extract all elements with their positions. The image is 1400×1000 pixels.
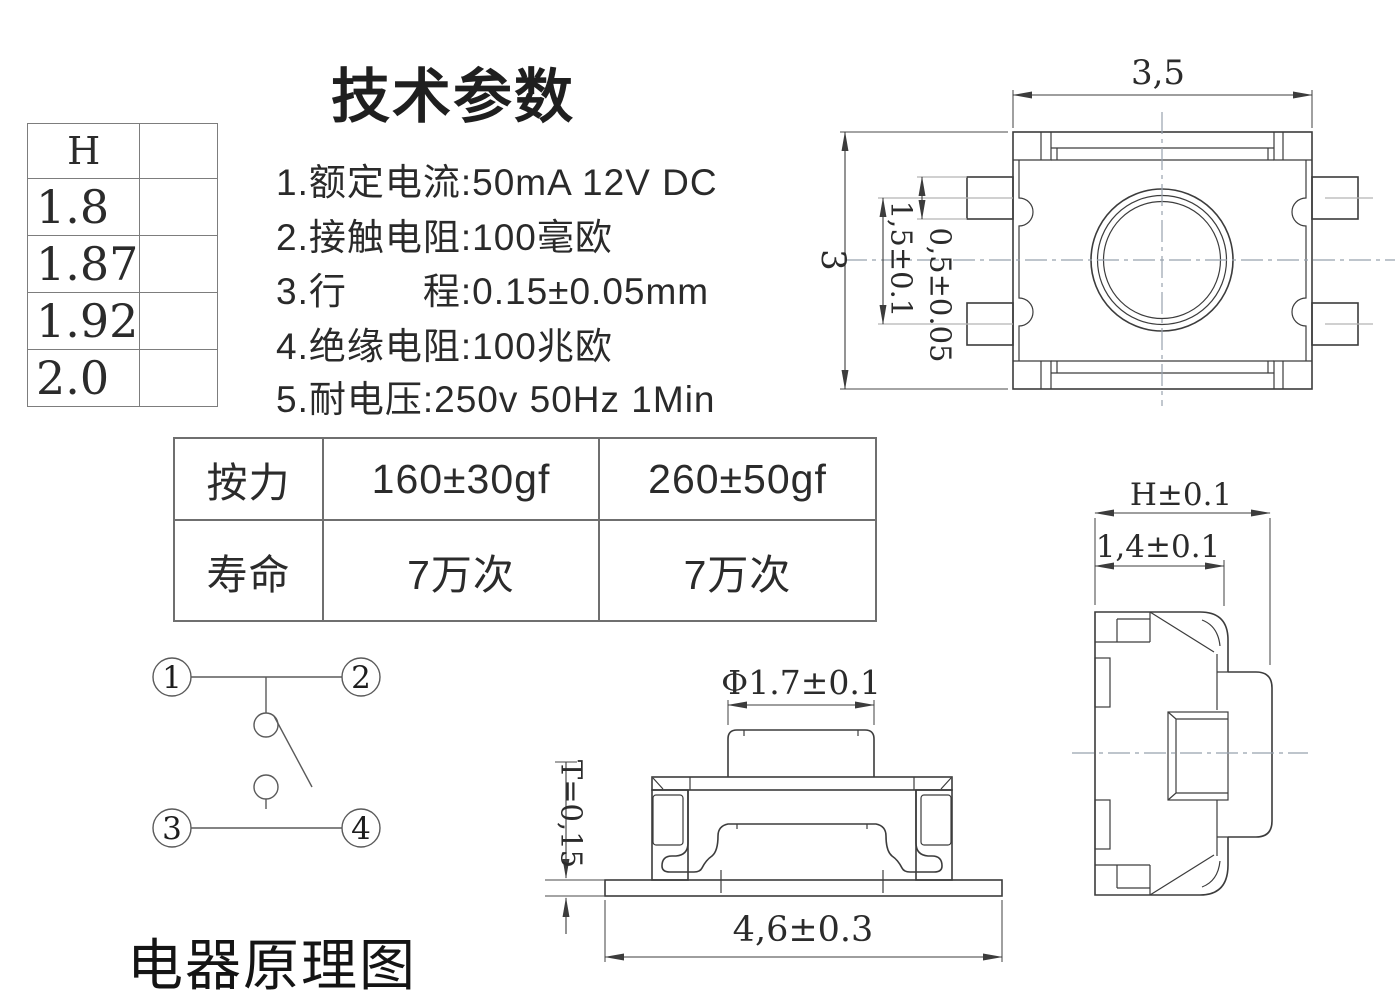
contact-leg-contour	[661, 790, 943, 873]
side-rounded-corners	[1199, 611, 1229, 896]
pin-extension-lines	[878, 176, 1373, 325]
corner-tab	[1013, 360, 1052, 389]
pin-right-bottom	[1311, 302, 1359, 346]
pin-left-top	[966, 176, 1014, 220]
force-value-1: 160±30gf	[322, 437, 600, 521]
h-table-empty-cell	[139, 235, 219, 293]
base-plate	[604, 879, 1003, 897]
side-corner-tab-top	[1095, 612, 1151, 643]
side-notch-top	[1094, 657, 1111, 708]
h-table-empty-cell	[139, 178, 219, 236]
side-body-outline	[1094, 611, 1200, 896]
side-corner-tab-bottom	[1095, 864, 1151, 895]
h-value: 1.8	[26, 178, 141, 236]
row-label-life: 寿命	[173, 519, 324, 622]
left-column	[651, 789, 689, 881]
plate-extension-lines	[545, 879, 605, 897]
side-button-outline	[1228, 671, 1273, 838]
right-column	[915, 789, 953, 881]
dim-label-pin-pitch: 1,5±0.1	[884, 201, 918, 318]
pin-left-bottom	[966, 302, 1014, 346]
contact-point-lower	[253, 774, 279, 800]
actuator-circle-mid	[1096, 194, 1228, 326]
base-width-extension-lines	[604, 900, 1003, 962]
dim-label-pin-width: 0,5±0.05	[923, 228, 957, 363]
life-value-1: 7万次	[322, 519, 600, 622]
height-options-table: H 1.8 1.87 1.92 2.0	[26, 123, 219, 407]
life-value-2: 7万次	[598, 519, 877, 622]
front-view-drawing: Φ1.7±0.1 T=0,15 4,6±0.3	[545, 663, 1003, 962]
terminal-number-2: 2	[351, 660, 371, 696]
terminal-number-1: 1	[162, 660, 182, 696]
row-label-force: 按力	[173, 437, 324, 521]
left-terminal-window	[652, 794, 684, 846]
page-title: 技术参数	[331, 64, 576, 130]
button-outline	[727, 729, 875, 777]
contact-point-upper	[253, 712, 279, 738]
cover-inner-edge	[1216, 654, 1228, 856]
stem-outline	[1167, 711, 1229, 801]
spec-item-2: 2.接触电阻:100毫欧	[276, 217, 613, 258]
dim-label-side-body: 1,4±0.1	[1096, 529, 1221, 565]
pin-right-top	[1311, 176, 1359, 220]
h-table-empty-cell	[139, 349, 219, 407]
dim-label-top-height: 3	[813, 249, 853, 271]
corner-tab	[1273, 132, 1312, 161]
schematic-wires	[191, 676, 342, 829]
h-table-header: H	[26, 123, 141, 179]
force-life-table: 按力 160±30gf 260±50gf 寿命 7万次 7万次	[173, 437, 877, 622]
button-dia-extension-lines	[727, 700, 875, 725]
terminal-circle-1	[152, 657, 192, 697]
dim-label-top-width: 3,5	[1131, 53, 1185, 93]
top-view-drawing: 3,5 3 1,5±0.1 0,5±0.05	[813, 53, 1395, 406]
h-value: 1.87	[26, 235, 141, 293]
terminal-circle-2	[341, 657, 381, 697]
actuator-circle-outer	[1090, 188, 1234, 332]
spec-item-1: 1.额定电流:50mA 12V DC	[276, 162, 718, 203]
h-table-empty-cell	[139, 292, 219, 350]
schematic-caption: 电器原理图	[127, 936, 417, 998]
corner-tab	[1273, 360, 1312, 389]
right-terminal-window	[920, 794, 952, 846]
force-value-2: 260±50gf	[598, 437, 877, 521]
cover-fold-lines	[1149, 611, 1221, 896]
stem-inner-lines	[1167, 711, 1228, 801]
left-inner-edge	[1018, 160, 1034, 361]
bottom-inner-edge	[1051, 360, 1274, 374]
terminal-circle-4	[341, 808, 381, 848]
cover-flange	[651, 776, 953, 791]
top-inner-edge	[1051, 147, 1274, 161]
spec-item-4: 4.绝缘电阻:100兆欧	[276, 326, 613, 367]
side-view-drawing: H±0.1 1,4±0.1	[1072, 477, 1308, 896]
h-value: 1.92	[26, 292, 141, 350]
terminal-number-3: 3	[162, 811, 182, 847]
h-value: 2.0	[26, 349, 141, 407]
center-block-edges	[720, 824, 884, 893]
height-extension-lines	[840, 131, 1008, 390]
switch-body-outline	[1012, 131, 1313, 390]
h-table-empty-cell	[139, 123, 219, 179]
terminal-circle-3	[152, 808, 192, 848]
dim-label-button-dia: Φ1.7±0.1	[721, 663, 881, 702]
actuator-circle-inner	[1102, 200, 1222, 320]
flange-tab-lines	[652, 777, 952, 790]
spec-item-3: 3.行 程:0.15±0.05mm	[276, 271, 710, 312]
dim-label-side-total: H±0.1	[1130, 477, 1232, 513]
dim-label-plate-thk: T=0,15	[554, 760, 588, 868]
width-extension-lines	[1012, 90, 1313, 128]
right-inner-edge	[1291, 160, 1307, 361]
button-detail-ticks	[743, 730, 859, 736]
circuit-schematic: 1 2 3 4	[152, 657, 381, 848]
spec-item-5: 5.耐电压:250v 50Hz 1Min	[276, 379, 716, 420]
corner-tab	[1013, 132, 1052, 161]
side-notch-bottom	[1094, 799, 1111, 850]
dim-label-base-width: 4,6±0.3	[733, 910, 874, 950]
terminal-number-4: 4	[351, 811, 371, 847]
total-height-extension-lines	[1094, 518, 1271, 665]
switch-arm	[273, 715, 313, 788]
